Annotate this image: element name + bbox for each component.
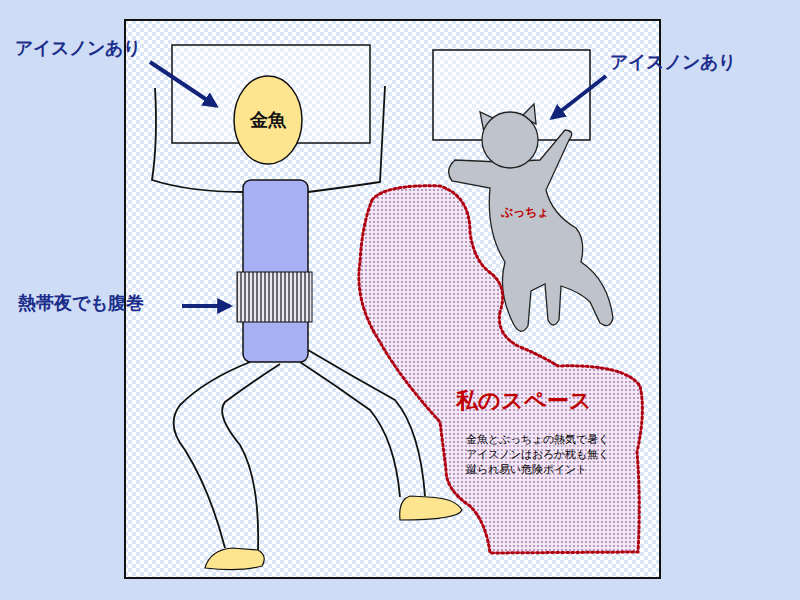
callout-text: アイスノンあり xyxy=(610,50,736,74)
goldfish-head: 金魚 xyxy=(233,75,303,165)
body xyxy=(243,180,308,362)
head-label: 金魚 xyxy=(250,109,286,131)
my-space-region-outline xyxy=(350,180,650,560)
region-heading: 私のスペース xyxy=(456,388,592,414)
region-note: 金魚とぶっちょの熱気で暑く アイスノンはおろか枕も無く 蹴られ易い危険ポイント xyxy=(466,432,636,477)
callout-text: アイスノンあり xyxy=(15,36,141,60)
foot xyxy=(400,496,462,520)
head-ellipse xyxy=(234,76,302,164)
region-outline xyxy=(359,186,643,553)
foot xyxy=(205,548,264,570)
my-space-region: 私のスペース金魚とぶっちょの熱気で暑く アイスノンはおろか枕も無く 蹴られ易い危… xyxy=(350,180,650,560)
belly-band xyxy=(237,272,312,322)
bed xyxy=(125,20,660,578)
cat-label: ぶっちょ xyxy=(501,205,549,219)
callout-text: 熱帯夜でも腹巻 xyxy=(18,291,144,315)
